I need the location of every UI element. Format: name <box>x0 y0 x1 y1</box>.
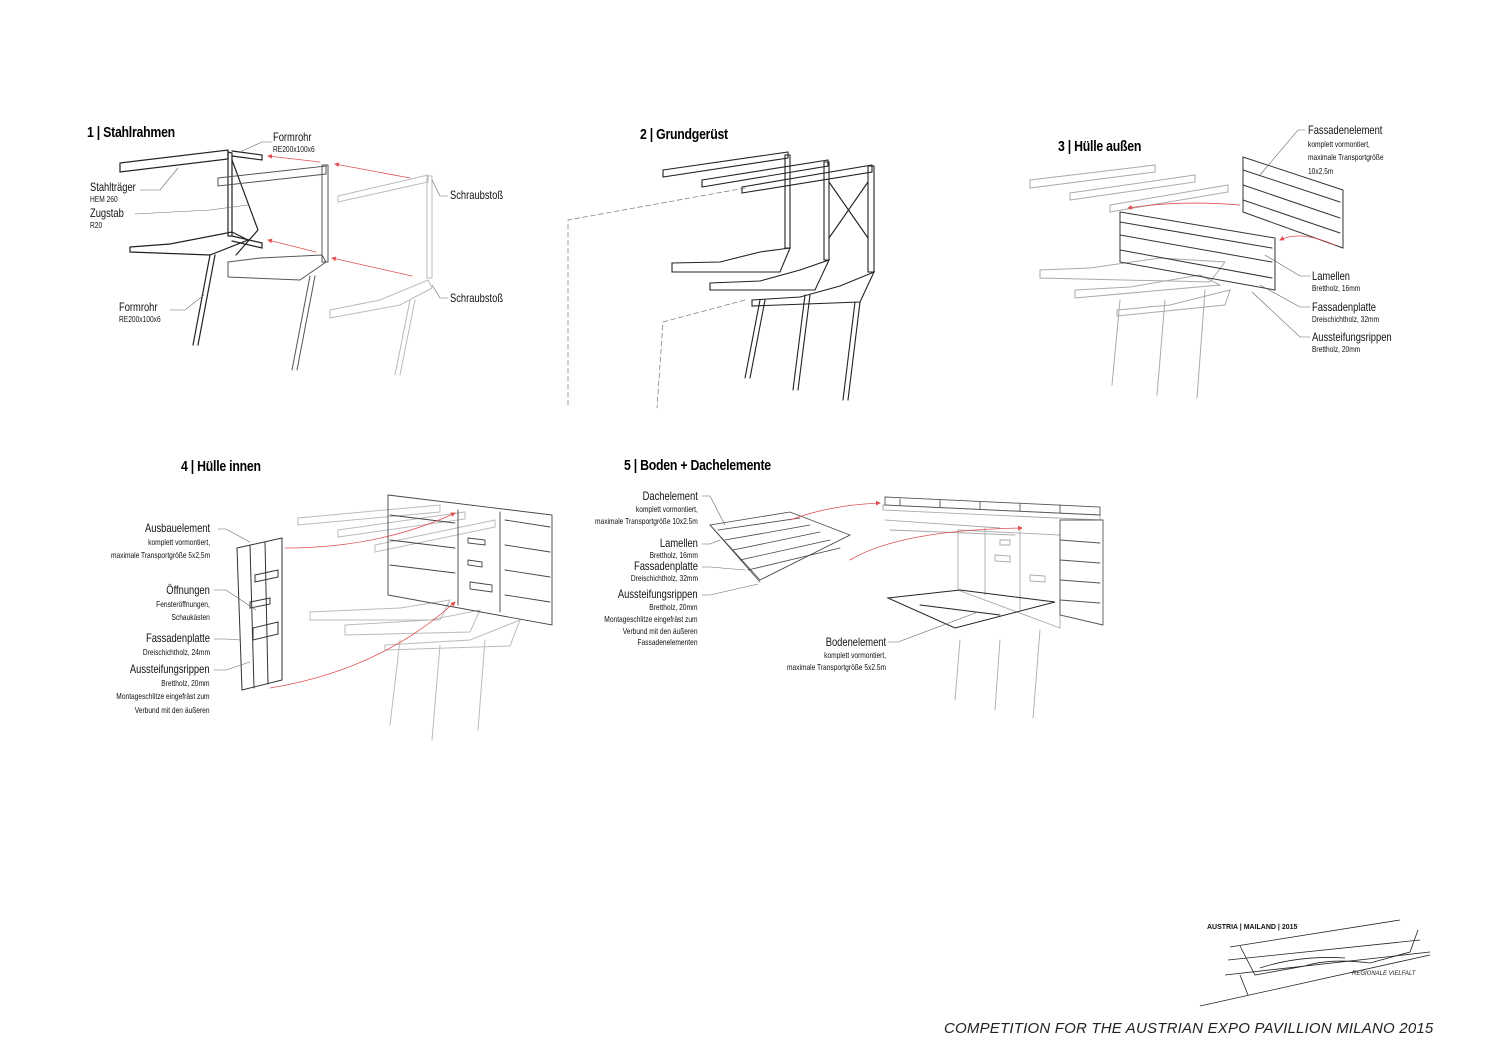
label-schraubstoss-top: Schraubstoß <box>450 188 504 202</box>
label-stahltraeger: Stahlträger HEM 260 <box>90 180 136 204</box>
label-dachelement: Dachelement komplett vormontiert, maxima… <box>595 489 698 526</box>
label-aussteifungsrippen-5: Aussteifungsrippen Brettholz, 20mm Monta… <box>604 587 698 648</box>
label-lamellen-5: Lamellen Brettholz, 16mm <box>649 536 698 560</box>
label-bodenelement: Bodenelement komplett vormontiert, maxim… <box>786 635 886 672</box>
step1-drawing <box>119 141 449 376</box>
step-2-title: 2 | Grundgerüst <box>640 126 728 143</box>
label-fassadenplatte-5: Fassadenplatte Dreischichtholz, 32mm <box>630 559 698 583</box>
logo-subtitle: REGIONALE VIELFALT <box>1352 971 1416 977</box>
label-fassadenplatte-4: Fassadenplatte Dreischichtholz, 24mm <box>142 631 210 657</box>
label-aussteifungsrippen-4: Aussteifungsrippen Brettholz, 20mm Monta… <box>116 662 210 715</box>
step-4-title: 4 | Hülle innen <box>181 458 261 475</box>
label-ausbauelement: Ausbauelement komplett vormontiert, maxi… <box>110 521 210 561</box>
step-1-title: 1 | Stahlrahmen <box>87 124 175 141</box>
logo-graphic <box>1199 919 1431 1007</box>
label-oeffnungen: Öffnungen Fensteröffnungen, Schaukästen <box>156 583 210 623</box>
step4-drawing <box>213 494 553 741</box>
label-formrohr-top: Formrohr RE200x100x6 <box>273 130 315 154</box>
label-schraubstoss-bottom: Schraubstoß <box>450 291 504 305</box>
step-5-title: 5 | Boden + Dachelemente <box>624 457 771 474</box>
label-fassadenelement: Fassadenelement komplett vormontiert, ma… <box>1308 123 1384 176</box>
step2-drawing <box>567 151 876 409</box>
step-3-title: 3 | Hülle außen <box>1058 138 1142 155</box>
label-fassadenplatte-3: Fassadenplatte Dreischichtholz, 32mm <box>1312 300 1380 324</box>
footer-title: COMPETITION FOR THE AUSTRIAN EXPO PAVILL… <box>944 1020 1434 1037</box>
step5-drawing <box>701 495 1104 719</box>
label-zugstab: Zugstab R20 <box>90 206 124 230</box>
step3-drawing <box>1029 129 1344 399</box>
logo-title: AUSTRIA | MAILAND | 2015 <box>1207 924 1298 931</box>
label-aussteifungsrippen-3: Aussteifungsrippen Brettholz, 20mm <box>1312 330 1392 354</box>
label-lamellen-3: Lamellen Brettholz, 16mm <box>1312 269 1361 293</box>
label-formrohr-bottom: Formrohr RE200x100x6 <box>119 300 161 324</box>
